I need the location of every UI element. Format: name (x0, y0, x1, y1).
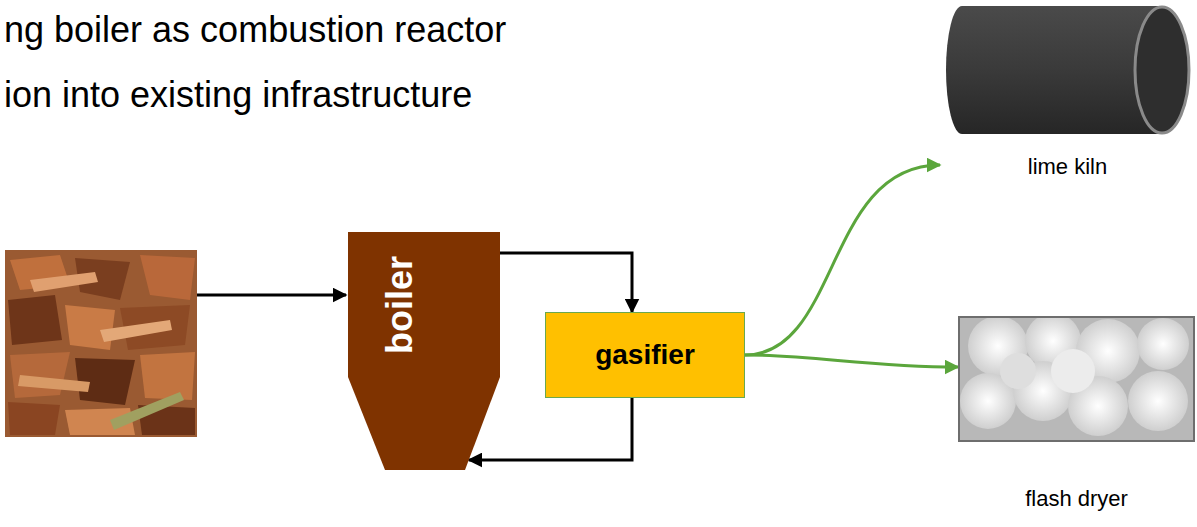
flow-arrow (469, 398, 632, 460)
node-label: lime kiln (1028, 154, 1107, 180)
woodchips-pieces (8, 255, 195, 435)
bullet-text: ng boiler as combustion reactor (4, 10, 506, 50)
kiln-body (962, 6, 1162, 134)
product-gas-arrow (745, 165, 940, 355)
dryer-cloud-photo (958, 316, 1195, 442)
boiler-shape: boiler (348, 232, 500, 472)
node-label: boiler (382, 256, 418, 354)
bullet-text: ion into existing infrastructure (4, 75, 472, 115)
boiler-outline (348, 232, 500, 472)
node-label: flash dryer (1025, 486, 1128, 512)
node-label: gasifier (595, 339, 695, 371)
feed-arrow (197, 294, 346, 297)
flow-arrow (500, 253, 632, 312)
kiln-cylinder (940, 0, 1195, 140)
product-gas-arrow (745, 355, 958, 367)
flash-dryer-figure: flash dryer (958, 316, 1195, 521)
gasifier-box: gasifier (545, 312, 745, 398)
kiln-end (946, 6, 978, 134)
woodchips-photo (5, 250, 197, 437)
boiler-fill (348, 232, 500, 470)
lime-kiln-figure: lime kiln (940, 0, 1195, 182)
kiln-face (1135, 7, 1189, 133)
cloud-puffs (960, 316, 1189, 436)
